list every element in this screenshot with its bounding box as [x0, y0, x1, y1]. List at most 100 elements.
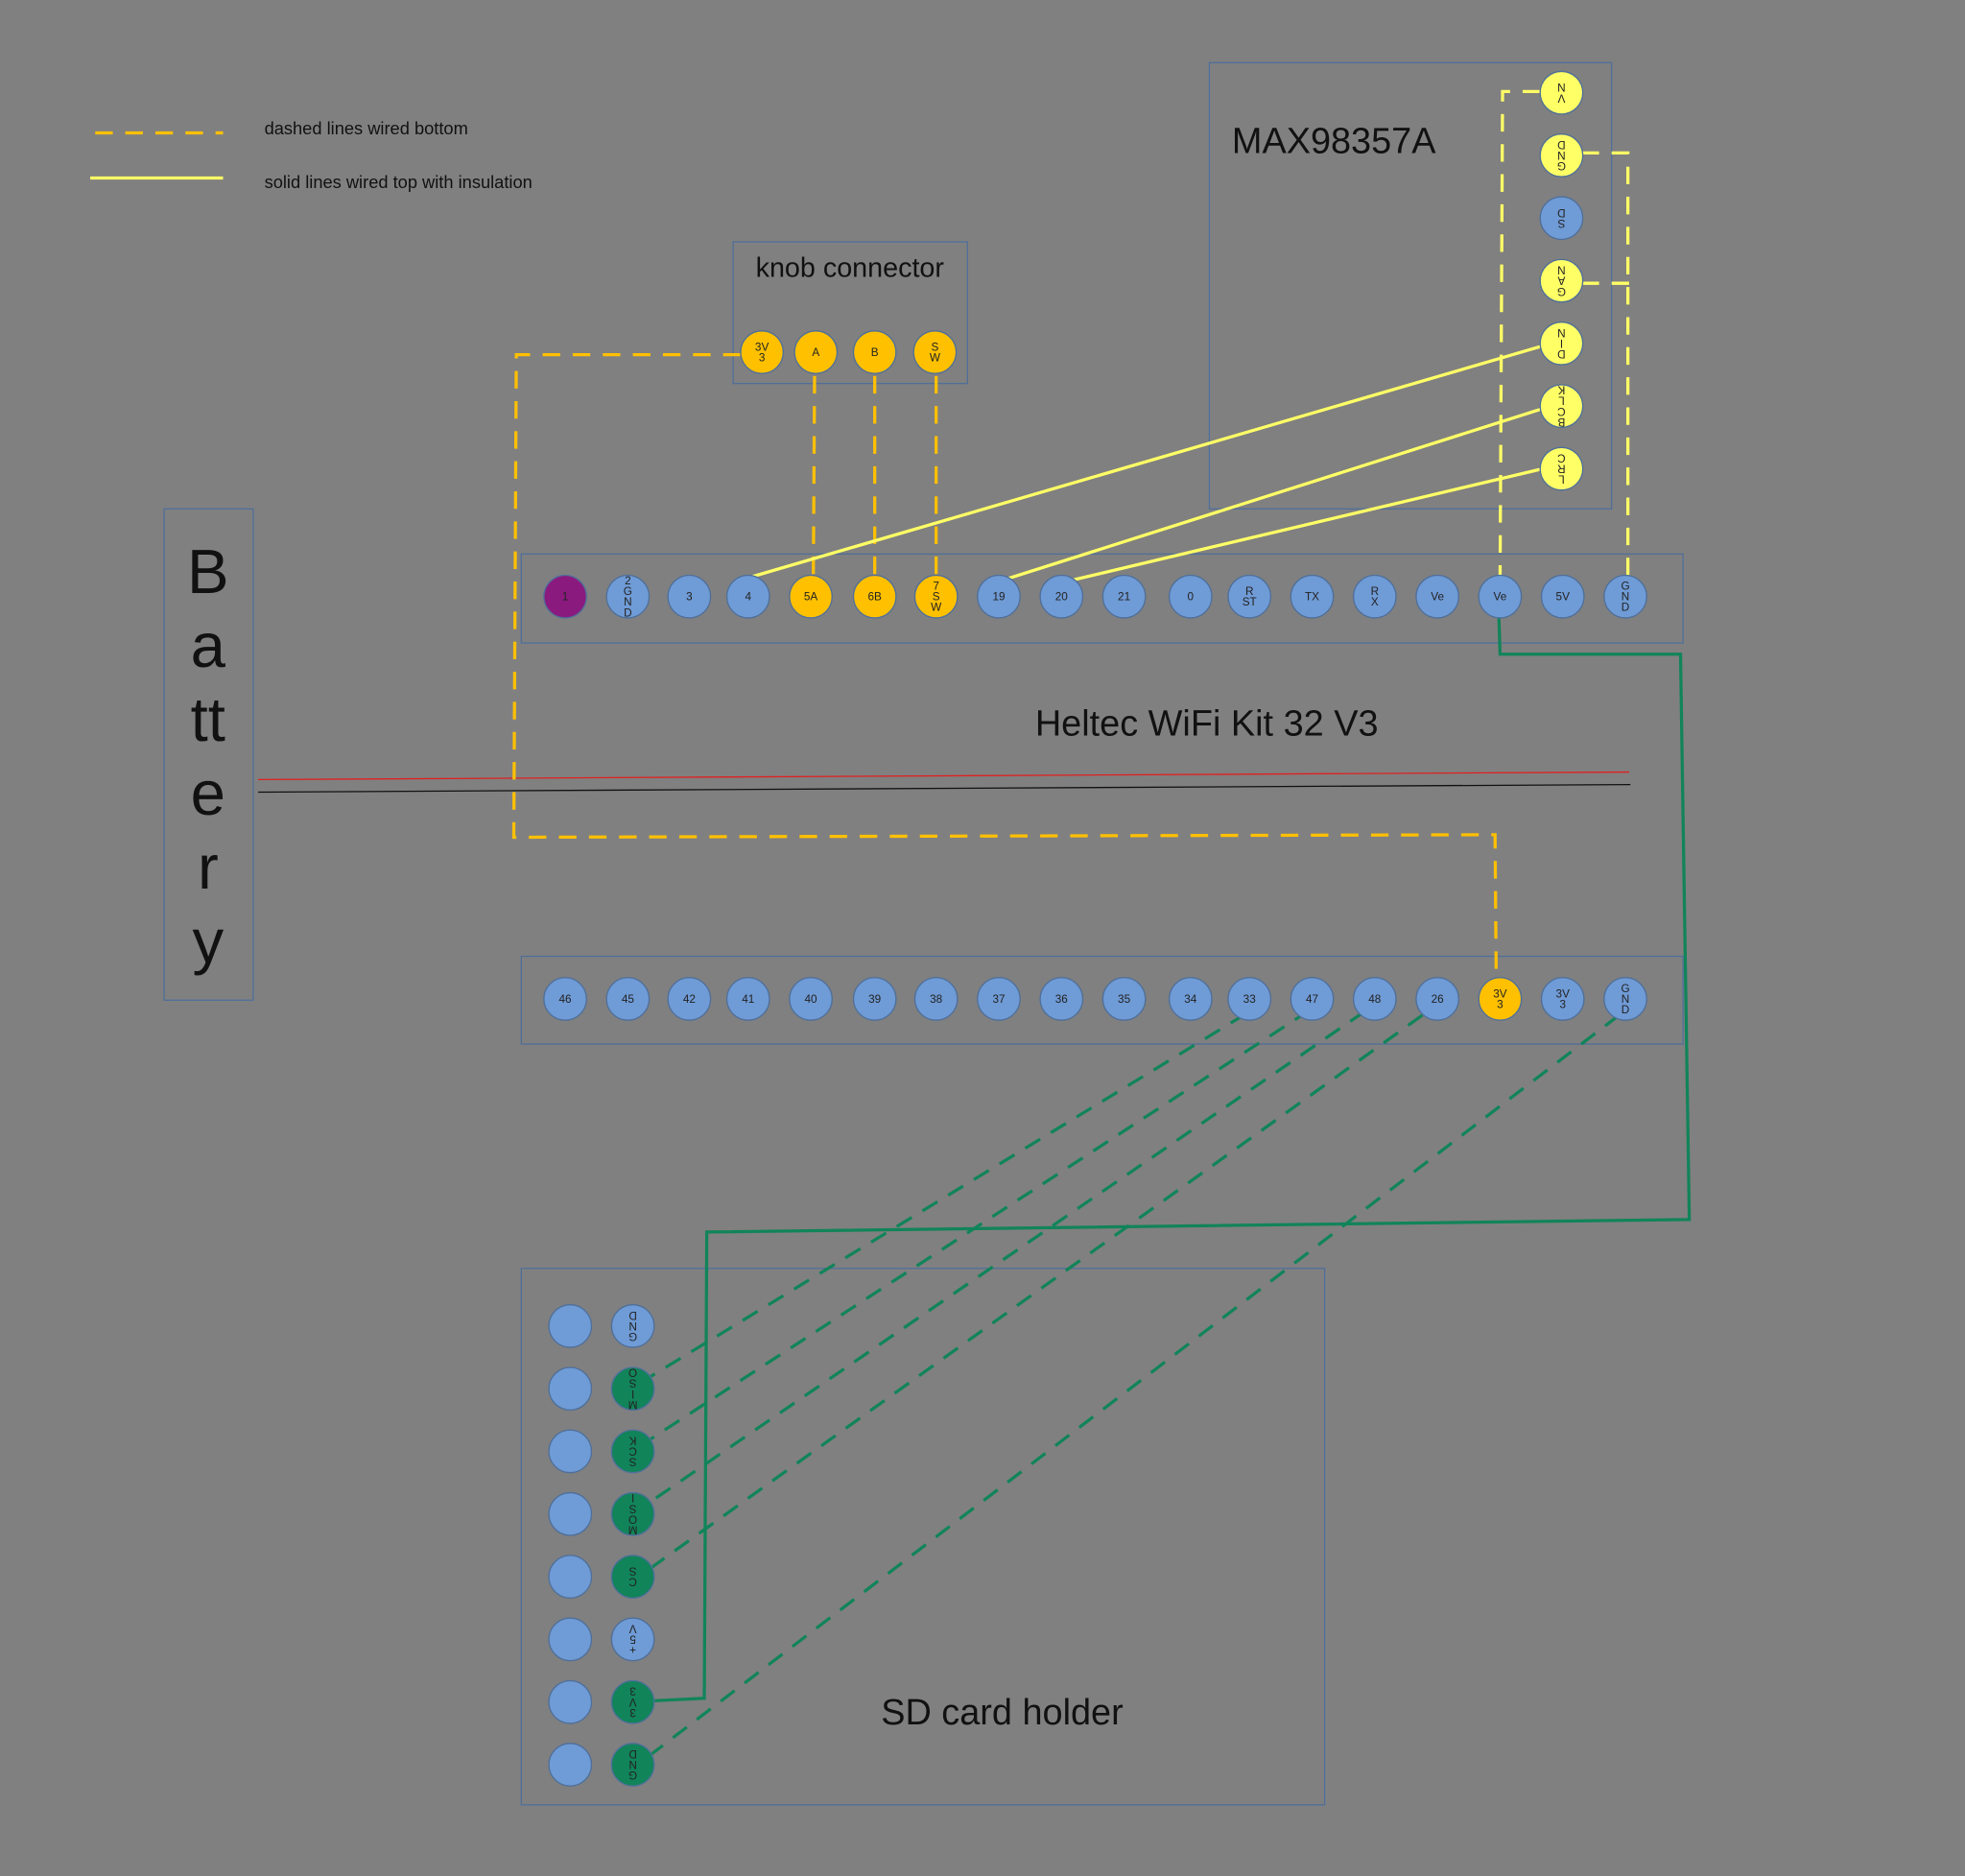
sd-left-pin-circle: [548, 1555, 593, 1599]
amp-pin-label: LRC: [1557, 451, 1566, 485]
board-top-pin-label: Ve: [1494, 591, 1507, 604]
knob-pin: B: [852, 330, 897, 374]
wire-33-to-sd-miso: [648, 1012, 1247, 1379]
board-top-pin-label: 20: [1055, 591, 1069, 604]
sd-card-holder-box: [520, 1268, 1326, 1806]
board-top-pin: 5V: [1540, 574, 1585, 619]
sd-right-pin: GND: [610, 1743, 655, 1787]
wire-knob-3v3-to-board-3v3: [511, 352, 1499, 990]
wire-gnd-to-sd-gnd: [648, 1013, 1621, 1758]
board-top-pin-label: 0: [1188, 591, 1195, 604]
sd-right-pin-circle: [610, 1679, 655, 1724]
max98357a-label: MAX98357A: [1232, 121, 1436, 161]
board-bottom-pin: 47: [1290, 977, 1335, 1021]
amp-pin: LRC: [1539, 446, 1584, 491]
board-bottom-pin-circle: [543, 977, 587, 1021]
board-bottom-pin: 48: [1352, 977, 1397, 1021]
sd-right-pin-label: 3V3: [629, 1685, 637, 1719]
amp-pin-circle: [1539, 196, 1584, 241]
amp-pin-circle: [1539, 258, 1584, 303]
battery-letter: tt: [191, 684, 225, 754]
amp-pin-label: GND: [1557, 138, 1566, 172]
board-bottom-pin-circle: [725, 977, 770, 1021]
board-bottom-pin-label: 39: [868, 993, 881, 1006]
amp-pin: GAN: [1539, 258, 1584, 303]
sd-left-pin-circle: [548, 1743, 593, 1787]
board-top-pin-label: 3: [686, 591, 693, 604]
max98357a-box: [1208, 61, 1613, 510]
board-top-pin-circle: [1227, 574, 1272, 619]
legend-solid-label: solid lines wired top with insulation: [265, 172, 533, 192]
board-bottom-header: [520, 955, 1684, 1045]
amp-pin: DIN: [1539, 321, 1584, 366]
sd-right-pin-label: MISO: [628, 1366, 638, 1411]
board-top-pin-label: 6B: [867, 591, 882, 604]
knob-pin-circle: [740, 330, 784, 374]
board-bottom-pin-circle: [667, 977, 712, 1021]
sd-right-pin-circle: [610, 1743, 655, 1787]
board-bottom-pin-circle: [789, 977, 833, 1021]
wire-amp-bclk-to-19: [1002, 407, 1544, 582]
amp-pin-circle: [1539, 321, 1584, 366]
board-bottom-pin-label: 48: [1368, 993, 1382, 1006]
battery-letter: a: [191, 610, 226, 680]
sd-right-pin-label: MOSI: [628, 1491, 638, 1535]
board-bottom-pin: 34: [1168, 977, 1213, 1021]
sd-right-pin-circle: [610, 1617, 655, 1662]
sd-right-pin: 3V3: [610, 1679, 655, 1724]
wire-amp-vin-to-ve: [1498, 89, 1541, 580]
board-top-pin-label: 1: [562, 591, 569, 604]
board-bottom-pin: 36: [1039, 977, 1084, 1021]
sd-left-pin: [548, 1491, 593, 1536]
board-top-pin: 5A: [789, 574, 833, 619]
sd-left-pin-circle: [548, 1679, 593, 1724]
sd-right-pin-label: GND: [628, 1309, 637, 1342]
sd-left-pin-circle: [548, 1366, 593, 1412]
board-bottom-pin-label: 36: [1055, 993, 1069, 1006]
sd-left-pin: [548, 1304, 593, 1348]
sd-right-pin-circle: [610, 1304, 655, 1348]
board-bottom-pin-label: 26: [1432, 993, 1445, 1006]
board-bottom-pin-label: 46: [559, 993, 573, 1006]
board-bottom-pin-label: 47: [1306, 993, 1318, 1006]
board-top-pin: 0: [1168, 574, 1213, 619]
board-top-pin-circle: [977, 574, 1021, 619]
knob-connector-label: knob connector: [756, 253, 945, 284]
sd-left-pin-circle: [548, 1491, 593, 1536]
board-top-pin: 6B: [852, 574, 897, 619]
board-top-pin-circle: [1101, 574, 1147, 619]
board-bottom-pin: 33: [1227, 977, 1272, 1021]
sd-right-pin: CS: [610, 1555, 655, 1599]
board-top-pin-circle: [1039, 574, 1084, 619]
sd-left-pin: [548, 1555, 593, 1599]
amp-pin-label: GAN: [1557, 264, 1566, 297]
board-top-pin-label: 5V: [1556, 591, 1571, 604]
board-top-pin-label: 4: [745, 591, 751, 604]
knob-pin-circle: [852, 330, 897, 374]
board-bottom-pin-circle: [977, 977, 1021, 1021]
battery-positive-wire: [258, 771, 1629, 781]
board-top-pin-label: 5A: [804, 591, 818, 604]
board-bottom-pin: 42: [667, 977, 712, 1021]
sd-left-pin-circle: [548, 1617, 593, 1662]
sd-right-pin: MISO: [610, 1366, 655, 1412]
knob-pin: A: [793, 330, 839, 374]
board-top-pin-circle: [789, 574, 833, 619]
battery-letter: r: [198, 832, 219, 902]
amp-pin: SD: [1539, 196, 1584, 241]
board-bottom-pin-circle: [913, 977, 959, 1021]
amp-pin: VN: [1539, 70, 1584, 115]
board-top-pin-circle: [543, 574, 587, 619]
board-top-pin-circle: [1478, 574, 1523, 619]
